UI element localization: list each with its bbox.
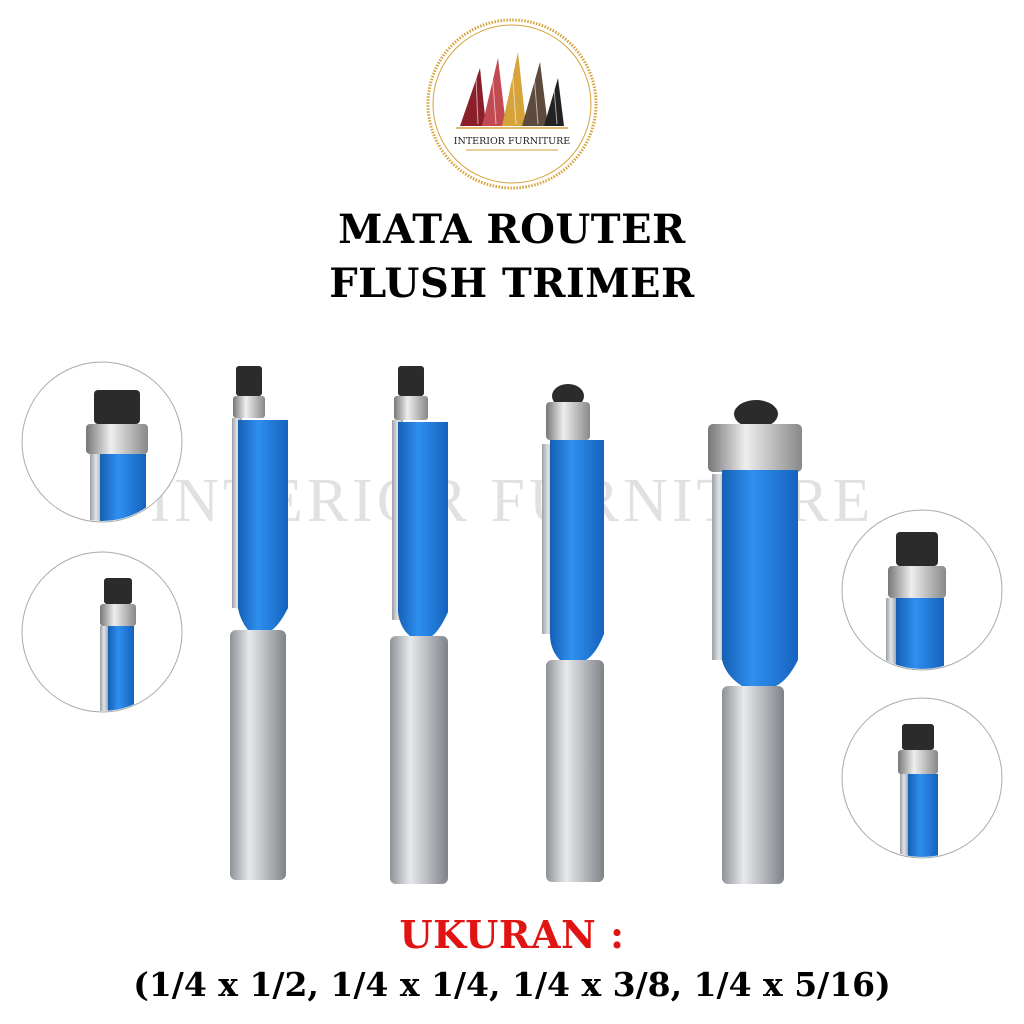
title-line-2: FLUSH TRIMER (329, 260, 695, 307)
bearing-detail-icon (841, 509, 1003, 671)
size-list: (1/4 x 1/2, 1/4 x 1/4, 1/4 x 3/8, 1/4 x … (133, 965, 891, 1004)
logo-text: INTERIOR FURNITURE (454, 136, 571, 147)
bearing-detail-icon (841, 697, 1003, 859)
size-label: UKURAN : (399, 912, 625, 957)
router-bit-icon (390, 366, 448, 884)
bearing-detail-icon (21, 361, 183, 523)
router-bit-icon (542, 384, 604, 882)
router-bit-icon (230, 366, 288, 880)
bearing-detail-icon (21, 551, 183, 713)
building-logo-icon (456, 52, 568, 129)
brand-logo: INTERIOR FURNITURE (426, 18, 598, 190)
title-line-1: MATA ROUTER (338, 206, 686, 253)
router-bit-icon (708, 400, 802, 884)
